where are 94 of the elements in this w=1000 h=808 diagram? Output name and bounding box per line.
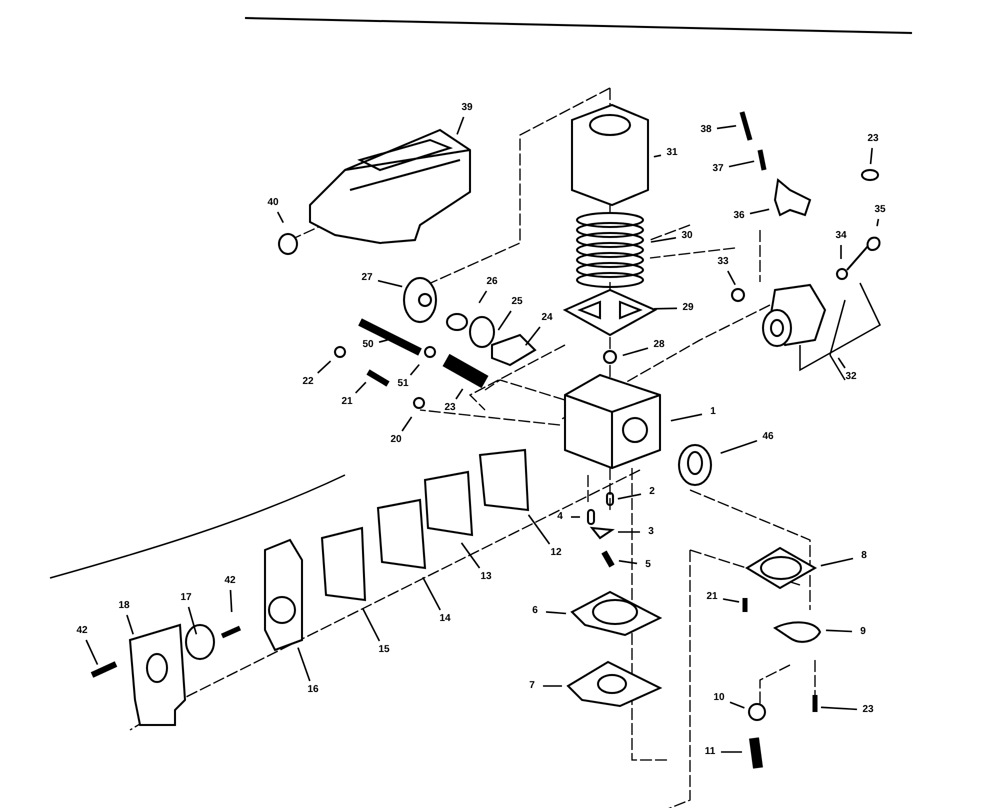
callout-number: 37 — [712, 164, 724, 174]
callout-number: 23 — [862, 705, 874, 715]
leader-line — [838, 358, 846, 368]
leader-line — [727, 270, 736, 286]
callout-number: 2 — [649, 487, 655, 497]
leader-line — [840, 245, 842, 259]
leader-line — [543, 685, 562, 687]
leader-line — [460, 542, 480, 568]
leader-line — [716, 125, 736, 130]
leader-line — [478, 290, 488, 304]
leader-line — [722, 598, 740, 603]
callout-number: 3 — [648, 527, 654, 537]
callout-number: 30 — [681, 231, 693, 241]
callout-number: 29 — [682, 303, 694, 313]
leader-line — [618, 560, 638, 564]
callout-number: 23 — [444, 403, 456, 413]
callout-number: 8 — [861, 551, 867, 561]
callout-number: 25 — [511, 297, 523, 307]
callout-number: 11 — [704, 747, 716, 757]
callout-number: 23 — [867, 134, 879, 144]
callout-number: 1 — [710, 407, 716, 417]
callout-number: 33 — [717, 257, 729, 267]
callout-number: 50 — [362, 340, 374, 350]
callout-number: 40 — [267, 198, 279, 208]
callout-number: 21 — [706, 592, 718, 602]
leader-line — [546, 611, 566, 614]
callout-number: 32 — [845, 372, 857, 382]
callout-number: 4 — [557, 512, 563, 522]
leader-line — [728, 160, 754, 168]
leader-line — [456, 116, 464, 135]
callout-number: 42 — [224, 576, 236, 586]
leader-line — [230, 590, 232, 612]
callout-number: 21 — [341, 397, 353, 407]
leader-line — [870, 148, 873, 164]
leader-line — [820, 558, 854, 566]
callout-number: 14 — [439, 614, 451, 624]
callout-number: 9 — [860, 627, 866, 637]
callout-number: 7 — [529, 681, 535, 691]
leader-line — [720, 440, 758, 454]
leader-line — [622, 347, 648, 356]
leader-line — [654, 154, 662, 158]
callout-number: 17 — [180, 593, 192, 603]
leader-line — [126, 614, 134, 635]
leader-line — [571, 516, 580, 518]
callout-number: 36 — [733, 211, 745, 221]
leader-line — [378, 338, 390, 343]
leader-line — [618, 493, 642, 500]
callout-number: 13 — [480, 572, 492, 582]
leader-line — [455, 388, 464, 400]
callout-number: 46 — [762, 432, 774, 442]
leader-line — [362, 608, 380, 642]
leader-line — [297, 647, 311, 682]
callout-number: 27 — [361, 273, 373, 283]
callout-number: 39 — [461, 103, 473, 113]
callout-number: 34 — [835, 231, 847, 241]
leader-line — [876, 218, 880, 226]
leader-line — [85, 640, 98, 665]
callout-number: 12 — [550, 548, 562, 558]
callout-number: 28 — [653, 340, 665, 350]
callout-number: 20 — [390, 435, 402, 445]
leader-line — [750, 208, 770, 214]
leader-line — [721, 751, 742, 753]
leader-line — [378, 280, 402, 288]
leader-line — [525, 326, 541, 346]
leader-line — [820, 706, 858, 710]
leader-line — [317, 360, 332, 374]
leader-line — [276, 212, 284, 224]
callout-number: 26 — [486, 277, 498, 287]
callout-number: 10 — [713, 693, 725, 703]
leader-line — [355, 382, 366, 394]
leader-line — [730, 702, 745, 709]
callout-number: 5 — [645, 560, 651, 570]
callout-number: 16 — [307, 685, 319, 695]
callout-number: 6 — [532, 606, 538, 616]
callout-number: 24 — [541, 313, 553, 323]
callout-number: 22 — [302, 377, 314, 387]
leader-line — [422, 576, 441, 610]
callout-number: 18 — [118, 601, 130, 611]
leader-line — [650, 237, 676, 243]
leader-line — [670, 414, 702, 422]
callout-number: 35 — [874, 205, 886, 215]
callout-number: 51 — [397, 379, 409, 389]
leader-line — [654, 307, 678, 310]
leader-line — [401, 416, 412, 432]
leader-line — [498, 310, 512, 330]
leader-line — [188, 606, 198, 634]
leader-line — [826, 629, 852, 632]
callout-number: 38 — [700, 125, 712, 135]
callout-number: 15 — [378, 645, 390, 655]
leader-line — [618, 531, 640, 533]
leader-line — [528, 514, 550, 544]
callout-number: 31 — [666, 148, 678, 158]
callout-number: 42 — [76, 626, 88, 636]
leader-line — [410, 364, 420, 376]
